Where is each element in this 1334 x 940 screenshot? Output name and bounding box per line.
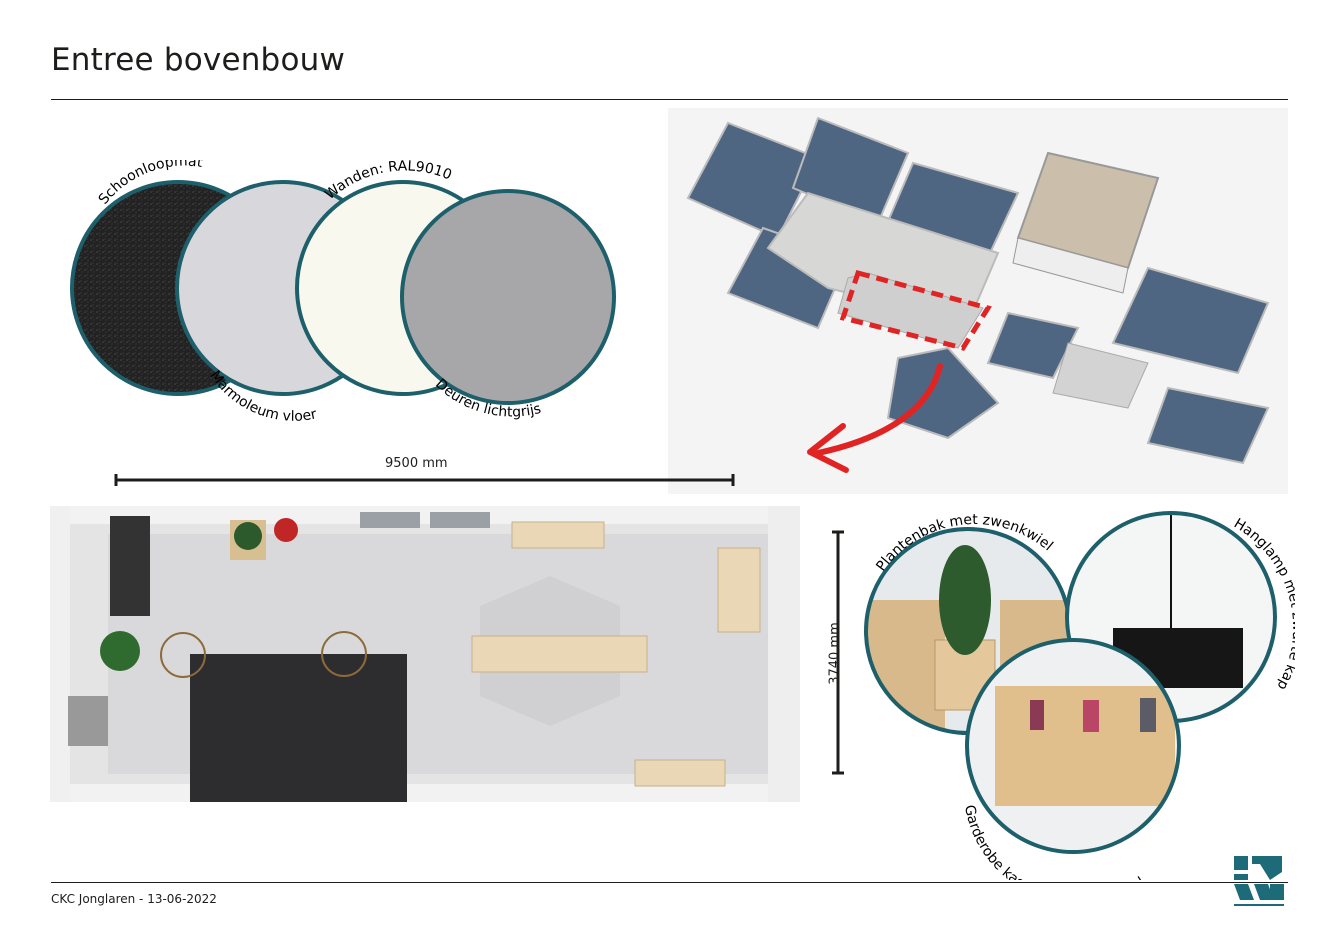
entrance-highlight	[839, 269, 992, 351]
red-arrow	[815, 363, 943, 456]
entrance-mat	[190, 654, 407, 802]
floor-plan-render	[50, 506, 800, 802]
header-divider	[51, 99, 1288, 100]
depth-dimension-label: 3740 mm	[827, 622, 843, 685]
architect-logo	[1234, 856, 1284, 906]
swatch-deuren	[400, 189, 616, 405]
building-overview-render	[668, 108, 1288, 494]
footer-divider	[51, 882, 1288, 883]
page-title: Entree bovenbouw	[51, 42, 346, 78]
width-dimension-label: 9500 mm	[385, 456, 448, 471]
photo-garderobe	[967, 640, 1179, 852]
product-photos: Plantenbak met zwenkwiel Hanglamp met zw…	[864, 511, 1295, 880]
material-swatches: Schoonloopmat Marmoleum vloer Wanden: RA…	[70, 160, 616, 425]
footer-text: CKC Jonglaren - 13-06-2022	[51, 892, 217, 906]
depth-dimension-line	[832, 530, 844, 775]
width-dimension-line	[114, 474, 735, 486]
